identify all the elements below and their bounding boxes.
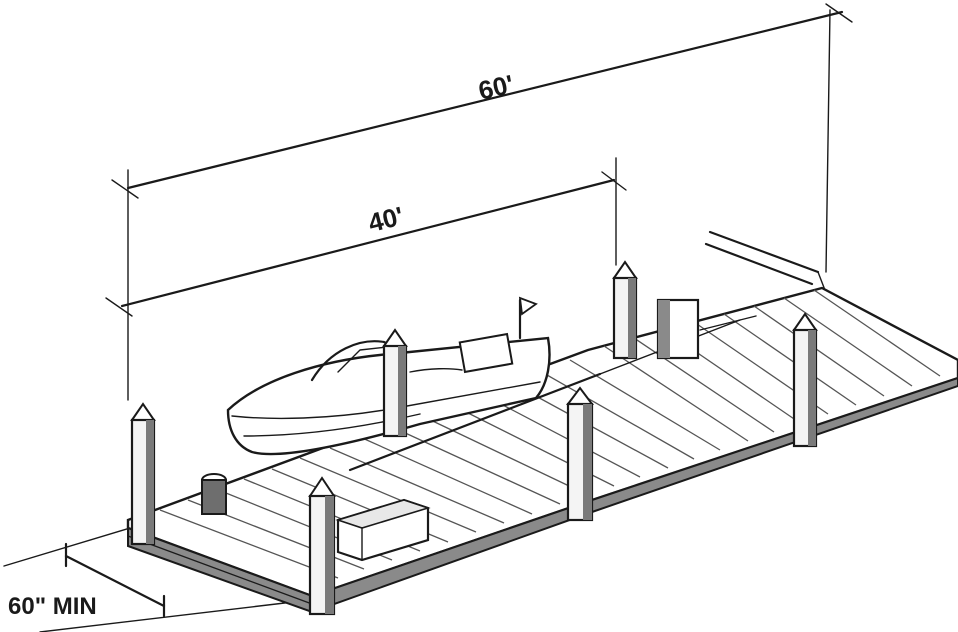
plank [813,289,941,377]
gangway-rail-top [708,230,820,274]
gangway [704,230,829,299]
dimension-line-60 [126,10,844,190]
slip-edge [348,372,602,472]
bollard [201,473,227,515]
piling-back-right [792,312,818,448]
plank [603,345,749,442]
dock-deck [126,286,958,614]
dock-box-back [656,298,757,360]
piling-slip-stern [612,260,638,360]
plank [329,447,505,524]
piling-cap [382,328,408,347]
plank [419,414,589,496]
boat-flag [518,296,538,316]
dimension-width: 60" MIN [3,527,311,632]
piling-shade [146,420,154,544]
plank [159,509,339,579]
dimension-label-40: 40' [365,200,406,238]
dimension-tick-right [825,3,853,23]
piling-mid [566,386,594,522]
plank [479,392,641,478]
dock-cleat [699,315,757,331]
piling-shade [325,496,334,614]
dock-cabinet-shade [658,300,670,358]
plank [783,297,913,387]
gangway-rail-bottom [704,242,814,286]
dock-box-front [335,498,431,562]
piling-shade [628,278,636,358]
piling-cap [130,402,156,421]
dimension-line-40 [120,178,616,308]
piling-shade [808,330,816,446]
piling-slip-bow [382,328,408,438]
piling-front-center [308,476,336,616]
bollard-body [201,479,227,515]
dimension-tick-left-40 [105,297,133,317]
plank [539,370,695,460]
piling-shade [398,346,406,436]
piling-cap [612,260,638,279]
piling-shade [583,404,592,520]
plank [359,436,533,515]
dock-box-lid [335,499,431,529]
extension-line-right [825,9,831,273]
boat-windshield [310,340,406,382]
boat-rail [409,367,463,373]
dimension-60ft: 60' [111,3,853,401]
extension-line-width-front [39,599,311,632]
dimension-tick-right-40 [601,171,627,191]
dimension-label-60: 60' [475,69,516,106]
dimension-line-width [64,554,166,608]
plank [753,305,885,397]
fascia-line [127,535,313,605]
piling-front-left [130,402,156,546]
boat-seat [458,332,514,374]
deck-fascia [127,376,958,614]
plank [299,457,477,533]
dimension-tick-left [111,179,139,199]
dimension-40ft: 40' [105,157,627,317]
plank [723,313,857,406]
dimension-label-width: 60" MIN [8,593,97,620]
deck-planks [159,289,941,579]
plank [389,425,561,505]
